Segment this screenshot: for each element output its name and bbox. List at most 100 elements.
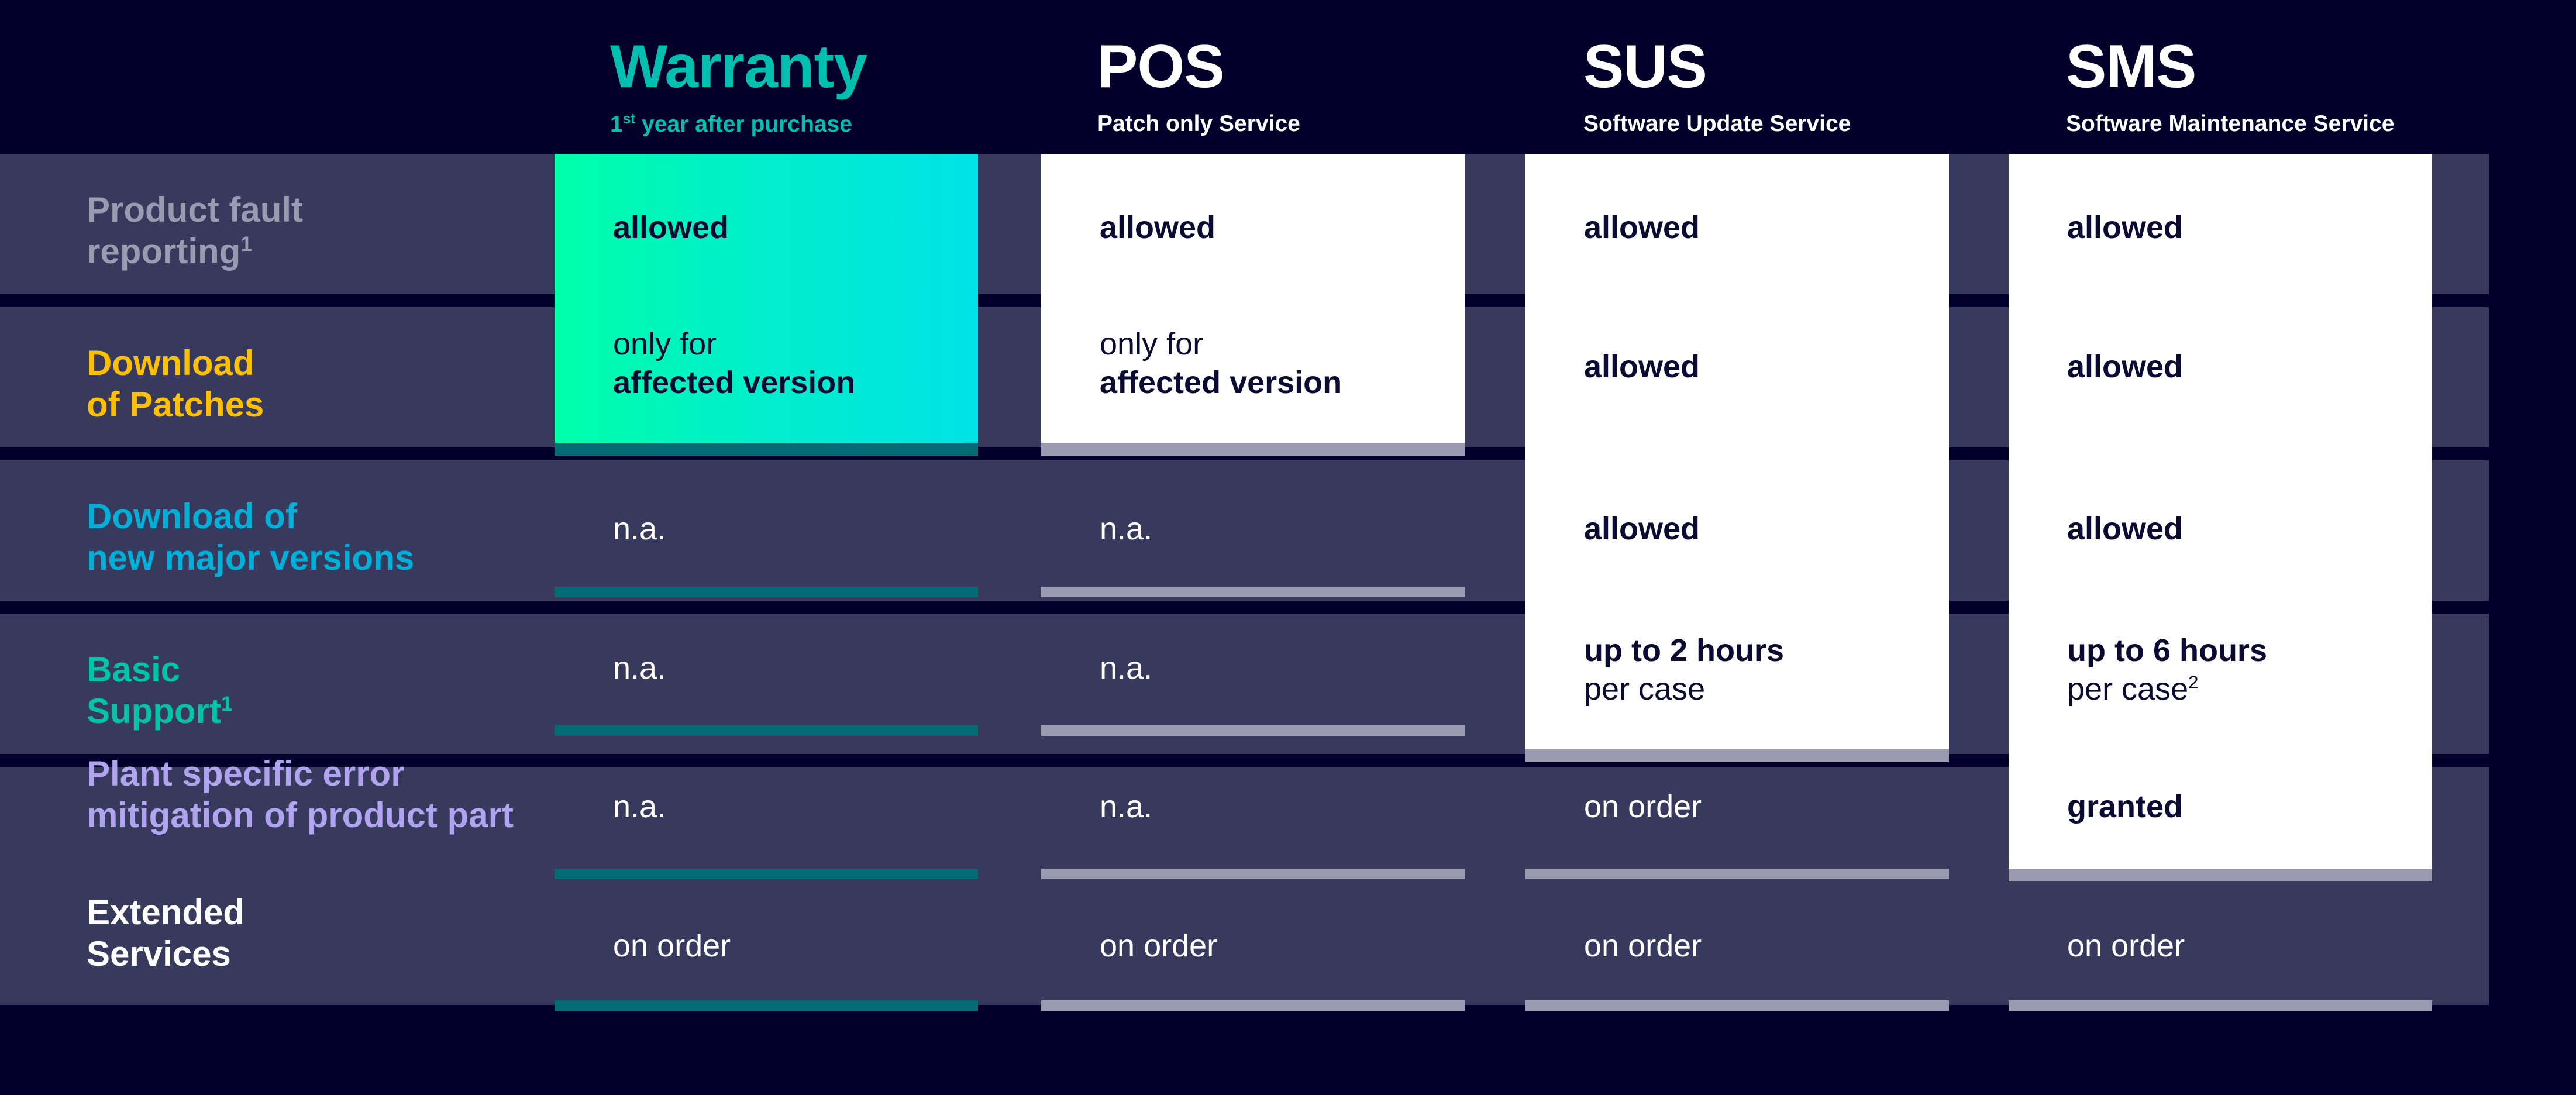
- accent-bar-sus: [1525, 869, 1949, 879]
- cell-warranty-plant-specific-error-mitigation: n.a.: [613, 788, 666, 827]
- cell-pos-download-new-major-versions: n.a.: [1100, 510, 1152, 549]
- cell-sus-download-new-major-versions: allowed: [1584, 510, 1700, 549]
- subtitle-ordinal: st: [622, 111, 636, 127]
- cell-sms-extended-services: on order: [2067, 927, 2185, 966]
- cell-value-line2: affected version: [613, 364, 856, 400]
- cell-pos-plant-specific-error-mitigation: n.a.: [1100, 788, 1152, 827]
- accent-bar-warranty: [555, 587, 978, 597]
- label-line2: reporting: [87, 231, 241, 271]
- cell-value-line1: up to 6 hours: [2067, 633, 2267, 668]
- label-line1: Plant specific error: [87, 754, 405, 793]
- accent-bar-sms: [2009, 1000, 2432, 1011]
- row-band: [0, 865, 2489, 1005]
- cell-pos-extended-services: on order: [1100, 927, 1217, 966]
- footnote-marker: 2: [2188, 672, 2199, 693]
- footnote-marker: 1: [240, 232, 252, 256]
- cell-value: n.a.: [1100, 511, 1153, 546]
- cell-pos-basic-support: n.a.: [1100, 649, 1152, 688]
- label-line2: Support: [87, 691, 221, 731]
- cell-value: on order: [2067, 928, 2185, 963]
- accent-bar-warranty: [555, 725, 978, 736]
- card-shadow-warranty: [555, 443, 978, 456]
- label-line2: new major versions: [87, 538, 415, 577]
- cell-sms-download-of-patches: allowed: [2067, 348, 2183, 387]
- cell-sus-plant-specific-error-mitigation: on order: [1584, 788, 1702, 827]
- accent-bar-pos: [1041, 1000, 1465, 1011]
- cell-value: n.a.: [613, 650, 666, 686]
- subtitle-rest: year after purchase: [635, 112, 852, 137]
- cell-sus-product-fault-reporting: allowed: [1584, 209, 1700, 247]
- cell-value: n.a.: [613, 511, 666, 546]
- table-header: Warranty 1st year after purchase POS Pat…: [0, 0, 2576, 154]
- cell-sms-product-fault-reporting: allowed: [2067, 209, 2183, 247]
- subtitle-number: 1: [610, 112, 623, 137]
- column-title-warranty: Warranty: [610, 33, 867, 101]
- cell-sms-plant-specific-error-mitigation: granted: [2067, 788, 2183, 827]
- column-subtitle-warranty: 1st year after purchase: [610, 112, 852, 136]
- column-title-pos: POS: [1097, 33, 1225, 101]
- card-warranty: [555, 154, 978, 443]
- label-line1: Product fault: [87, 190, 303, 229]
- cell-value: allowed: [2067, 511, 2184, 546]
- cell-value: allowed: [2067, 349, 2184, 384]
- accent-bar-warranty: [555, 869, 978, 879]
- cell-warranty-basic-support: n.a.: [613, 649, 666, 688]
- cell-value: on order: [613, 928, 731, 963]
- cell-value: n.a.: [613, 789, 666, 824]
- cell-value-line1: up to 2 hours: [1584, 633, 1784, 668]
- cell-value-line2: per case: [1584, 671, 1706, 707]
- label-line1: Basic: [87, 650, 181, 689]
- card-sus: [1525, 154, 1949, 749]
- card-shadow-sms: [2009, 869, 2432, 881]
- column-subtitle-sus: Software Update Service: [1583, 111, 1851, 136]
- cell-value: n.a.: [1100, 789, 1153, 824]
- column-title-sus: SUS: [1583, 33, 1707, 101]
- label-line2: mitigation of product part: [87, 795, 514, 835]
- card-shadow-pos: [1041, 443, 1465, 456]
- accent-bar-sus: [1525, 1000, 1949, 1011]
- accent-bar-pos: [1041, 869, 1465, 879]
- cell-value: on order: [1100, 928, 1218, 963]
- accent-bar-pos: [1041, 725, 1465, 736]
- cell-value: allowed: [1584, 511, 1700, 546]
- cell-value: allowed: [1584, 210, 1700, 245]
- label-line2: Services: [87, 934, 231, 973]
- column-subtitle-sms: Software Maintenance Service: [2066, 111, 2395, 136]
- cell-pos-product-fault-reporting: allowed: [1100, 209, 1215, 247]
- cell-value: on order: [1584, 928, 1702, 963]
- cell-value: allowed: [2067, 210, 2184, 245]
- cell-value-line1: only for: [613, 326, 717, 361]
- label-line1: Download: [87, 343, 254, 383]
- card-sms: [2009, 154, 2432, 869]
- card-shadow-sus: [1525, 749, 1949, 762]
- cell-value: n.a.: [1100, 650, 1153, 686]
- cell-value: on order: [1584, 789, 1702, 824]
- cell-sms-download-new-major-versions: allowed: [2067, 510, 2183, 549]
- accent-bar-warranty: [555, 1000, 978, 1011]
- label-line1: Extended: [87, 893, 245, 932]
- cell-value: granted: [2067, 789, 2184, 824]
- cell-value: allowed: [1584, 349, 1700, 384]
- footnote-marker: 1: [221, 692, 233, 715]
- cell-value-line1: only for: [1100, 326, 1204, 361]
- column-title-sms: SMS: [2066, 33, 2196, 101]
- cell-warranty-extended-services: on order: [613, 927, 731, 966]
- card-pos: [1041, 154, 1465, 443]
- cell-value-line2: per case: [2067, 671, 2189, 707]
- label-line1: Download of: [87, 497, 297, 536]
- column-subtitle-pos: Patch only Service: [1097, 111, 1300, 136]
- cell-sus-download-of-patches: allowed: [1584, 348, 1700, 387]
- cell-value: allowed: [1100, 210, 1216, 245]
- cell-value: allowed: [613, 210, 729, 245]
